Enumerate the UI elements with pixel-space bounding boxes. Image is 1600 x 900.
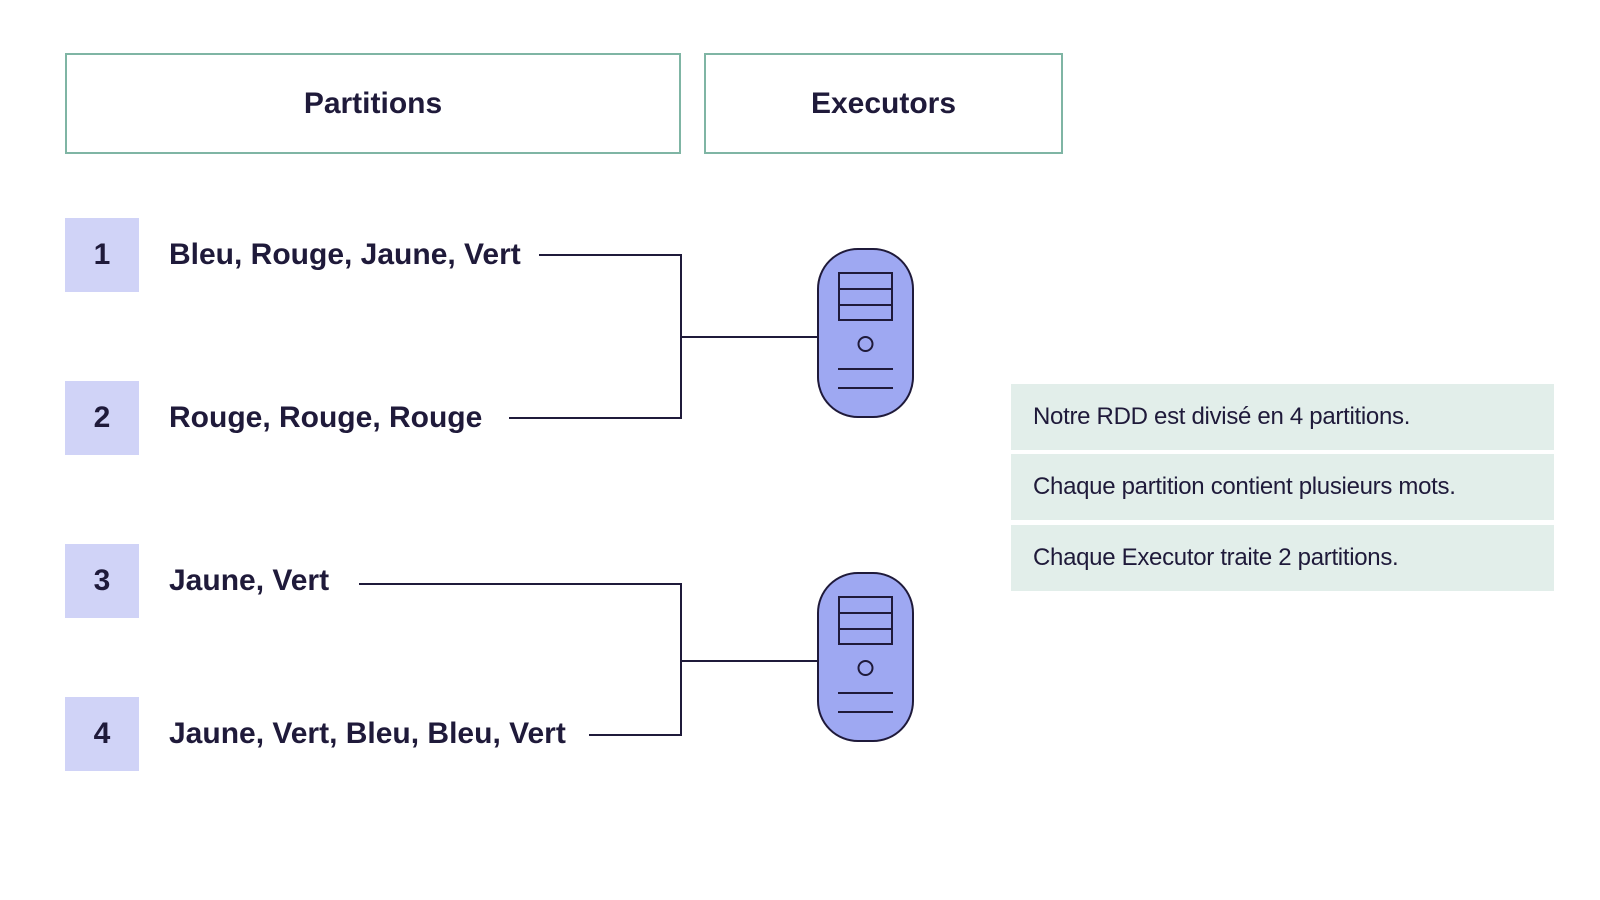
server-icon	[817, 572, 914, 742]
server-icon	[817, 248, 914, 418]
partition-number-badge: 4	[65, 697, 139, 771]
note-text: Chaque partition contient plusieurs mots…	[1033, 473, 1456, 500]
partition-number-badge: 1	[65, 218, 139, 292]
partition-words: Bleu, Rouge, Jaune, Vert	[169, 238, 521, 271]
note-box: Notre RDD est divisé en 4 partitions.	[1011, 384, 1554, 450]
note-box: Chaque partition contient plusieurs mots…	[1011, 454, 1554, 520]
partition-number: 4	[93, 717, 111, 750]
partition-words: Rouge, Rouge, Rouge	[169, 401, 483, 434]
executors-header: Executors	[704, 53, 1063, 154]
partition-number: 3	[93, 564, 111, 597]
note-text: Notre RDD est divisé en 4 partitions.	[1033, 403, 1411, 430]
note-box: Chaque Executor traite 2 partitions.	[1011, 525, 1554, 591]
partition-number: 2	[93, 401, 111, 434]
executor-1-connectors	[509, 254, 818, 419]
partitions-header: Partitions	[65, 53, 681, 154]
partition-number-badge: 2	[65, 381, 139, 455]
note-text: Chaque Executor traite 2 partitions.	[1033, 544, 1399, 571]
partition-words: Jaune, Vert	[169, 564, 330, 597]
partitions-header-label: Partitions	[303, 86, 443, 120]
partition-words: Jaune, Vert, Bleu, Bleu, Vert	[169, 717, 566, 750]
executor-2-connectors	[359, 583, 818, 736]
partition-number: 1	[93, 238, 111, 271]
executors-header-label: Executors	[810, 86, 957, 120]
partition-number-badge: 3	[65, 544, 139, 618]
